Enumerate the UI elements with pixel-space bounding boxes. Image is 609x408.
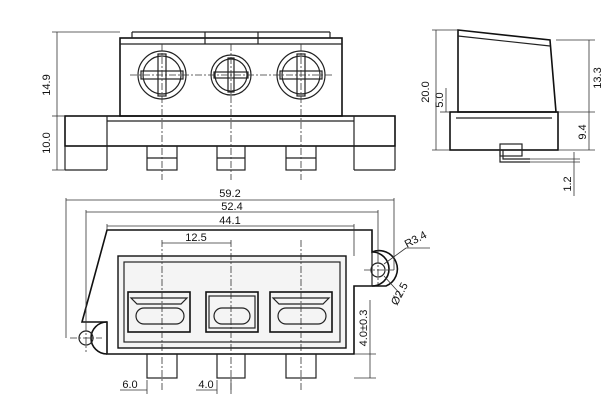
dim-front-upper-height: 14.9 <box>41 74 53 95</box>
side-housing <box>457 29 557 113</box>
dim-front-base-height: 10.0 <box>41 132 53 153</box>
dim-housing-width: 44.1 <box>219 215 240 227</box>
dim-side-pin-height: 9.4 <box>577 124 589 139</box>
top-housing <box>117 255 347 349</box>
dim-side-total-height: 20.0 <box>420 81 432 102</box>
contact-left-icon <box>127 291 191 333</box>
dim-pin-offset: 4.0±0.3 <box>358 310 370 347</box>
top-flange <box>80 229 399 355</box>
dim-side-upper-height: 13.3 <box>592 67 604 88</box>
dim-overall-length: 59.2 <box>219 188 240 200</box>
dim-side-base-offset: 5.0 <box>434 92 446 107</box>
side-view <box>432 29 595 196</box>
contact-middle-icon <box>205 291 259 333</box>
front-view <box>52 31 396 180</box>
top-view <box>65 198 430 394</box>
dim-pin-spacing-mid: 4.0 <box>198 379 213 391</box>
dim-side-pin-thickness: 1.2 <box>562 176 574 191</box>
dim-pin-spacing-left: 6.0 <box>122 379 137 391</box>
dim-corner-radius: R3.4 <box>403 229 429 251</box>
dim-contact-pitch: 12.5 <box>185 232 206 244</box>
dim-hole-pitch: 52.4 <box>221 201 242 213</box>
side-base <box>449 111 559 151</box>
